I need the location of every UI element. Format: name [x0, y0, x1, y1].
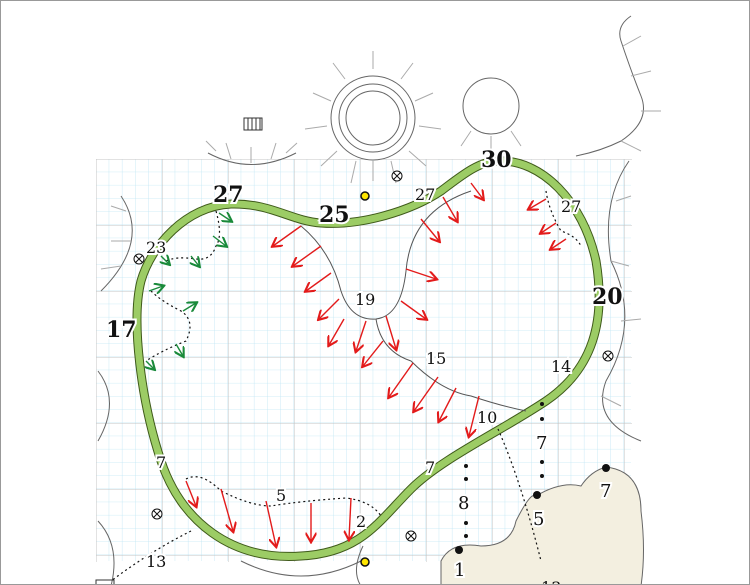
- label-left: 17: [106, 317, 137, 343]
- slope-arrows: [185, 182, 567, 546]
- label-bottom-cut: 13: [541, 578, 561, 585]
- fringe-arrows: [146, 213, 231, 369]
- tree-icon: [460, 77, 522, 151]
- label-right: 20: [592, 284, 623, 310]
- sign-icon: [95, 117, 263, 584]
- bunker-top-left: [207, 152, 297, 165]
- label-left-low: 7: [156, 453, 166, 472]
- label-bottom: 2: [356, 512, 366, 531]
- label-bottom-right-edge: 7: [425, 458, 435, 477]
- dot-label-7b: 7: [600, 481, 611, 502]
- bunker-left: [100, 195, 133, 292]
- surroundings: [97, 15, 661, 584]
- bunker-left-low: [97, 370, 110, 442]
- beige-area: [440, 466, 644, 584]
- label-swale: 5: [276, 486, 286, 505]
- elevation-labels: 30 27 25 27 27 23 17 20 19 15 14 10 7 7 …: [104, 145, 625, 585]
- distance-dots: [455, 402, 610, 554]
- bunker-right: [602, 160, 642, 442]
- fall-lines: [110, 190, 582, 582]
- label-ridge: 19: [355, 290, 375, 309]
- bunker-top-right: [575, 15, 644, 157]
- dot-label-8: 8: [458, 493, 469, 514]
- label-top: 30: [481, 147, 512, 173]
- dot-label-7: 7: [536, 433, 547, 454]
- dot-label-1: 1: [454, 560, 465, 581]
- label-right-low: 14: [551, 357, 571, 376]
- yellow-marker-icon: [360, 191, 370, 567]
- tree-icon: [304, 51, 442, 184]
- dot-label-5: 5: [533, 509, 544, 530]
- label-inner-low: 10: [477, 408, 497, 427]
- label-top-right: 27: [561, 197, 581, 216]
- sprinkler-icon: [133, 170, 614, 542]
- label-inner-mid: 15: [426, 349, 446, 368]
- label-bottom-left: 13: [146, 552, 166, 571]
- label-left-upper: 23: [146, 238, 166, 257]
- label-mid-top: 25: [319, 202, 350, 228]
- label-inner-top: 27: [415, 185, 435, 204]
- label-top-left: 27: [213, 182, 244, 208]
- contour-lines: [300, 190, 527, 412]
